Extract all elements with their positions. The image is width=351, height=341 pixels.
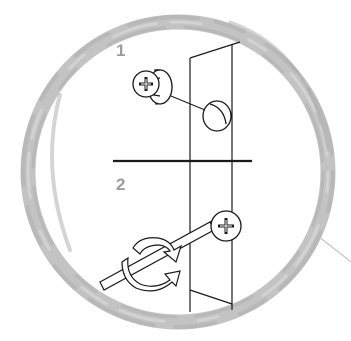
screw-head-icon [210,210,242,242]
callout-leader-line [317,235,351,263]
cabinet-panel [189,41,241,312]
insertion-guide-line [170,95,206,111]
step-2-number: 2 [116,175,125,194]
step-1-number: 1 [116,41,125,60]
mounting-hole-icon [202,100,232,132]
cam-lock-screw-icon [132,69,173,105]
magnifier-ring [20,14,336,330]
rotate-clockwise-icon [121,237,183,292]
